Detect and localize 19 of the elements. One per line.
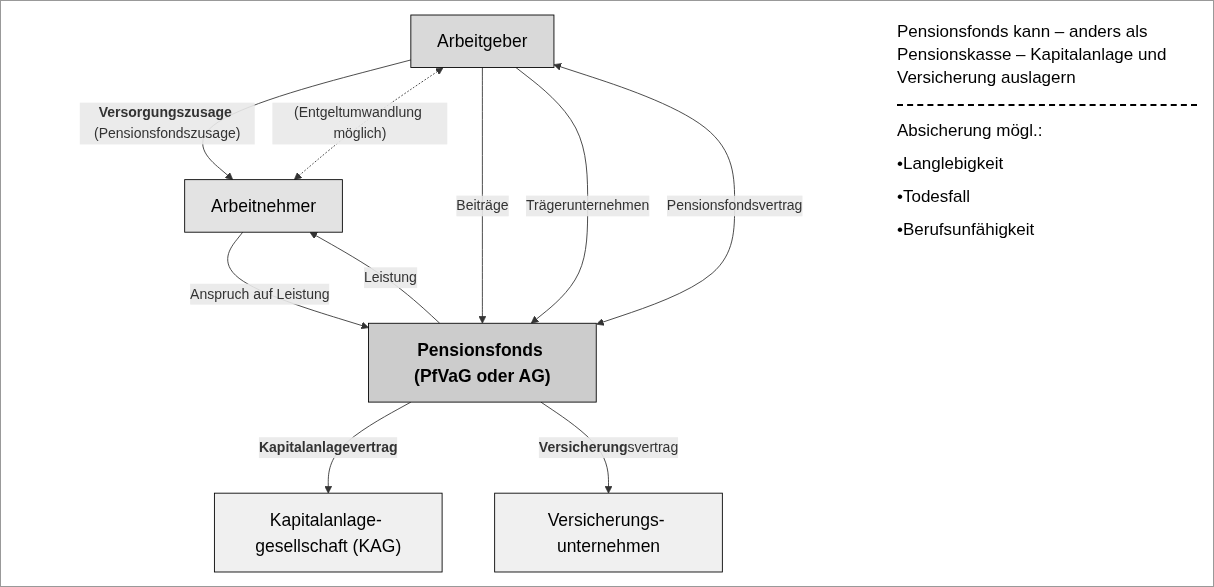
edge-label: Beiträge — [456, 198, 509, 213]
node-box: Kapitalanlage- gesellschaft (KAG) — [213, 492, 443, 573]
note-text: •Langlebigkeit — [897, 152, 1005, 175]
edge-label: Kapitalanlagevertrag — [258, 439, 398, 455]
note-text: Absicherung mögl.: — [897, 119, 1044, 142]
note-text: •Berufsunfähigkeit — [897, 218, 1036, 241]
node-box: Versicherungs- unternehmen — [494, 492, 723, 573]
note-text: •Todesfall — [897, 185, 972, 208]
edge-label: Pensionsfondsvertrag — [666, 198, 803, 213]
node-box: Arbeitnehmer — [184, 179, 343, 233]
edge-label: Leistung — [363, 269, 417, 285]
node-box: Pensionsfonds (PfVaG oder AG) — [368, 322, 597, 403]
edge-label: Trägerunternehmen — [526, 198, 650, 213]
edge-label: Anspruch auf Leistung — [190, 286, 330, 302]
edge-label: (Entgeltumwandlung möglich) — [294, 105, 422, 142]
edge-label: Versicherungsvertrag — [538, 439, 679, 455]
edge-label: Versorgungszusage (Pensionsfondszusage) — [93, 105, 241, 142]
node-box: Arbeitgeber — [410, 14, 555, 68]
note-text: Pensionsfonds kann – anders als Pensionskasse – Kapitalanlage und Versicherung auslagern — [897, 21, 1168, 89]
